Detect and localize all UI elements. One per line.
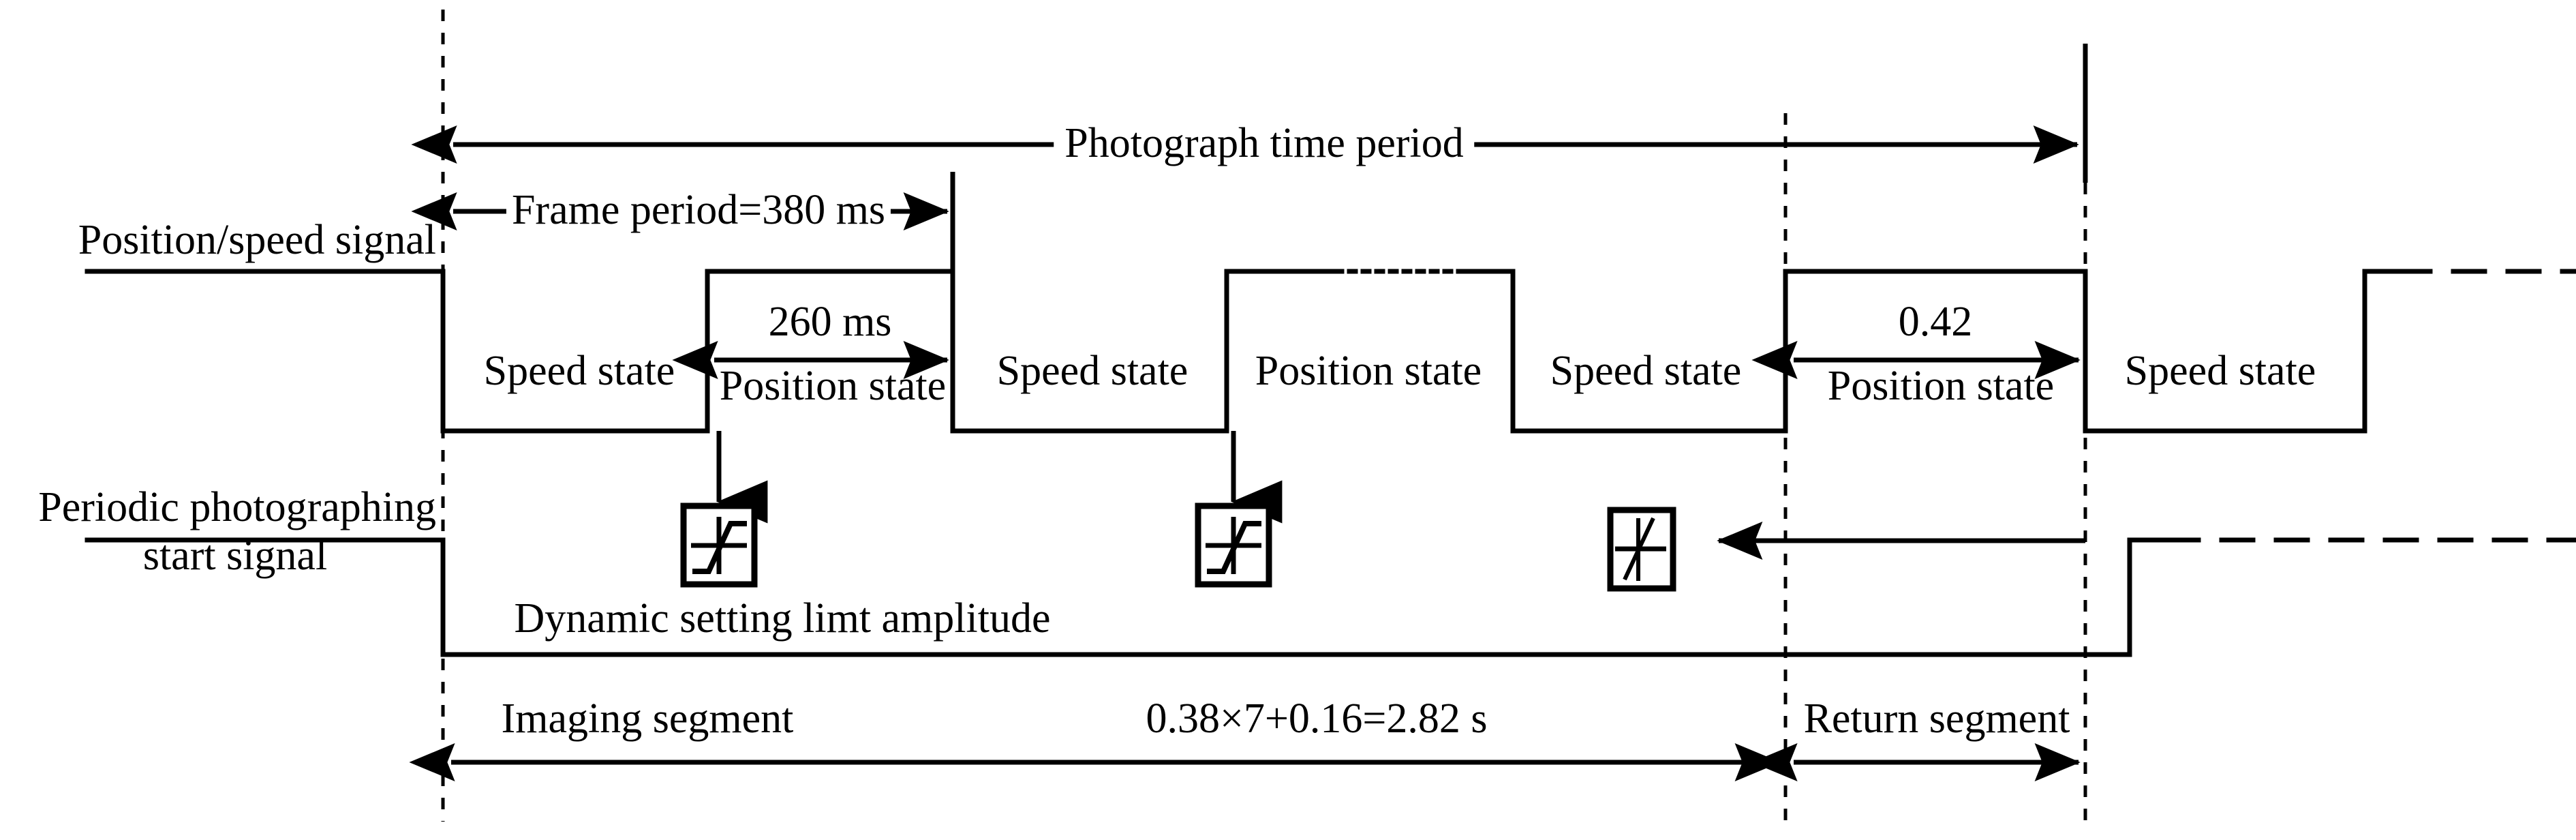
return-position-duration-label: 0.42 (1898, 299, 1973, 345)
saturation-limiter-icon-1 (680, 502, 758, 588)
periodic-start-waveform (85, 537, 2576, 657)
imaging-segment-value: 0.38×7+0.16=2.82 s (1146, 695, 1488, 742)
frame-period-label: Frame period=380 ms (506, 188, 891, 233)
return-segment-label: Return segment (1803, 695, 2070, 742)
position-state-label-3: Position state (1827, 363, 2055, 409)
position-state-duration-label: 260 ms (768, 299, 892, 345)
trigger-arrow-group (716, 431, 2085, 560)
position-state-label-1: Position state (719, 363, 947, 409)
speed-state-label-4: Speed state (2124, 348, 2316, 394)
periodic-start-signal-label-line1: Periodic photographing (38, 484, 436, 530)
photograph-time-period-label: Photograph time period (1054, 121, 1475, 166)
saturation-limiter-icon-3 (1607, 507, 1676, 592)
speed-state-label-1: Speed state (483, 348, 675, 394)
position-state-label-2: Position state (1255, 348, 1482, 394)
reference-line-group (441, 10, 2087, 822)
imaging-segment-label: Imaging segment (501, 695, 794, 742)
position-speed-signal-label: Position/speed signal (78, 217, 436, 263)
position-speed-waveform (85, 269, 2576, 434)
speed-state-label-3: Speed state (1550, 348, 1742, 394)
periodic-start-signal-label-line2: start signal (142, 532, 328, 579)
speed-state-label-2: Speed state (996, 348, 1189, 394)
dynamic-limit-annotation: Dynamic setting limt amplitude (514, 595, 1051, 642)
saturation-limiter-icon-2 (1195, 502, 1272, 588)
